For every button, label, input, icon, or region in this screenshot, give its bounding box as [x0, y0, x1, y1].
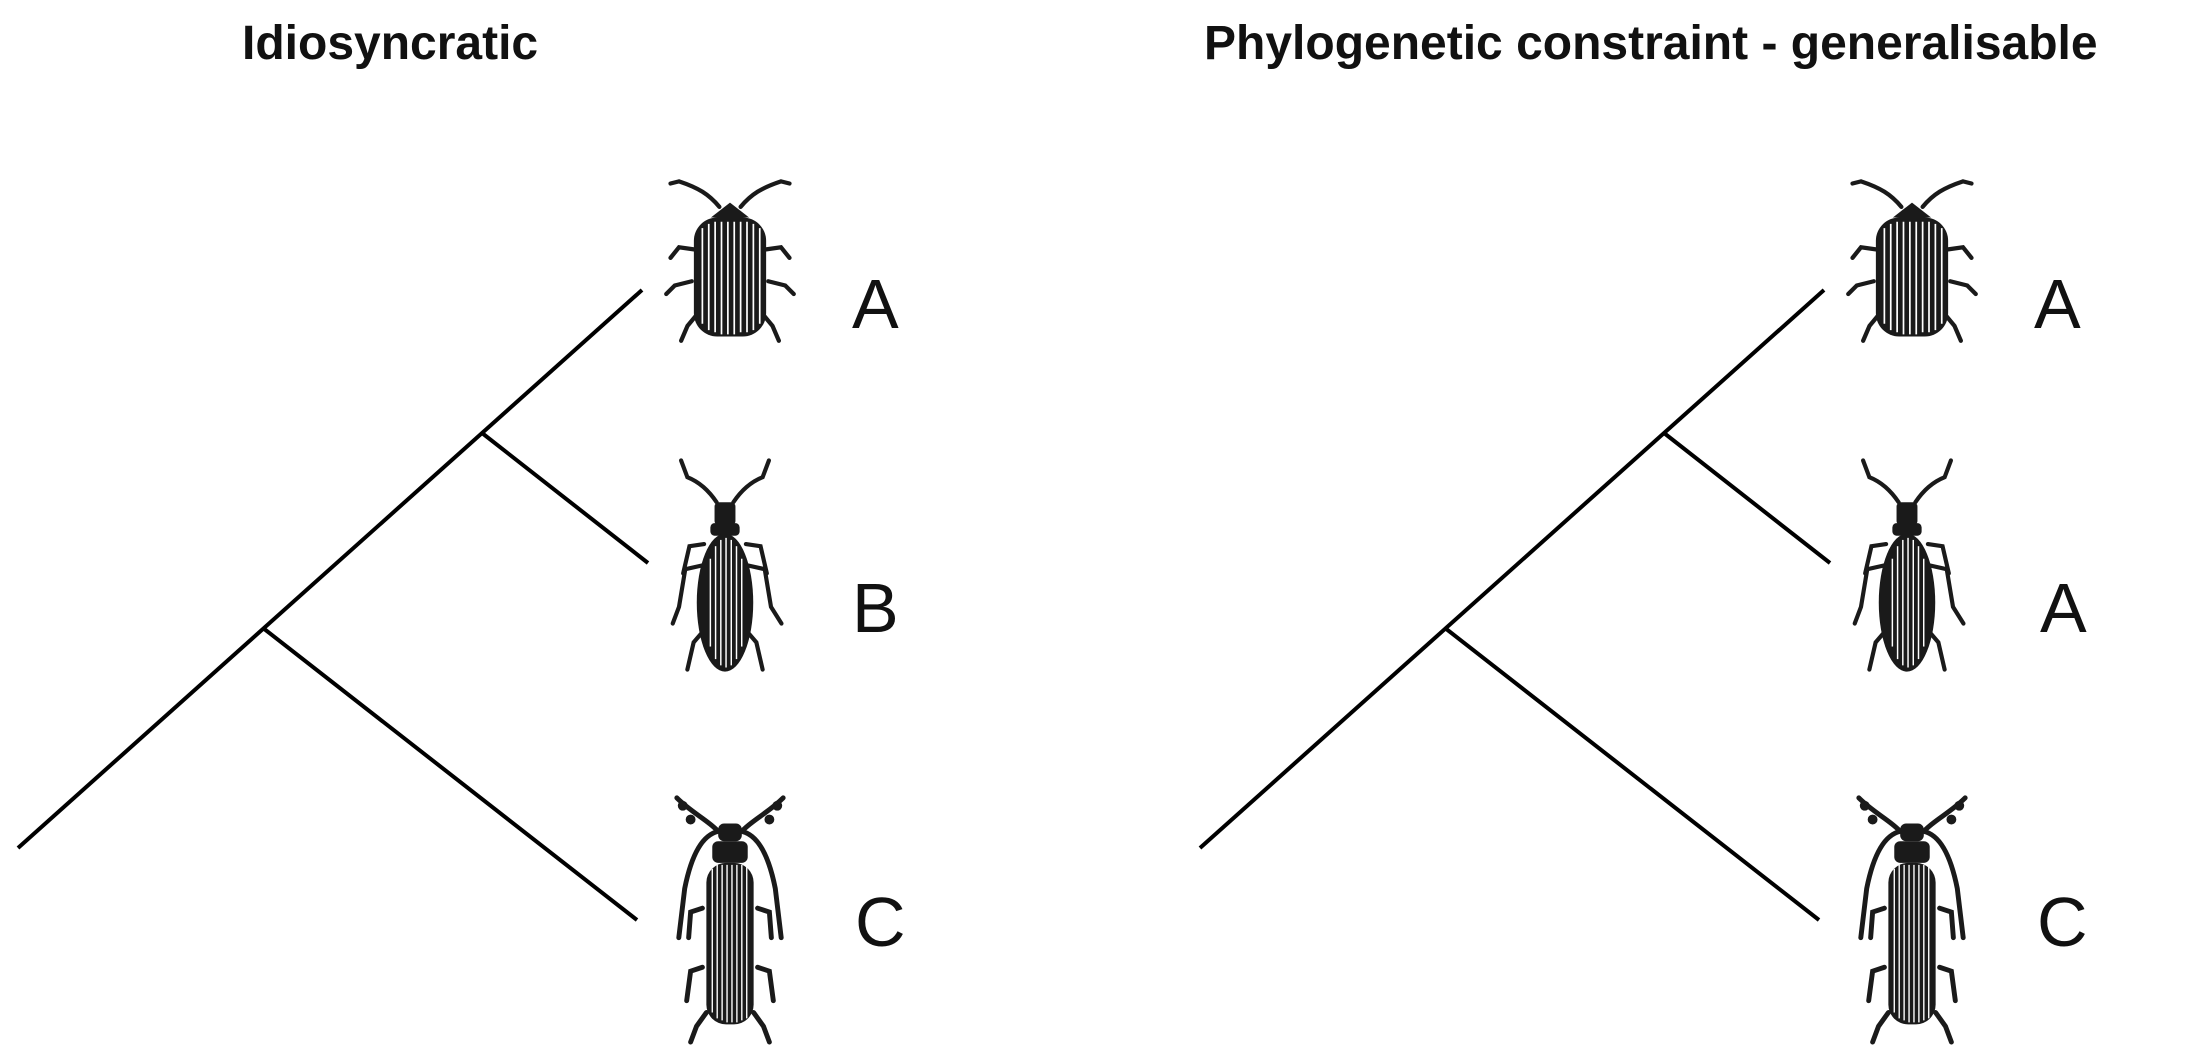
slender-long-legged-beetle-icon	[1855, 460, 1964, 671]
taxon-label-a: A	[2034, 265, 2081, 343]
branch-to-c	[1445, 628, 1819, 920]
taxon-label-b: B	[852, 569, 899, 647]
taxon-label-c: C	[2037, 883, 2088, 961]
branch-root-to-a	[1200, 290, 1824, 848]
branch-to-c	[263, 628, 637, 920]
branch-to-b	[482, 433, 648, 563]
phylogenetic-tree: A B C	[0, 0, 1101, 1046]
elongate-long-antenna-beetle-icon	[1859, 798, 1965, 1042]
taxon-label-a2: A	[2040, 569, 2087, 647]
branch-to-a2	[1664, 433, 1830, 563]
taxon-label-c: C	[855, 883, 906, 961]
tree-branches	[18, 290, 648, 920]
round-striped-beetle-icon	[666, 181, 794, 340]
round-striped-beetle-icon	[1848, 181, 1976, 340]
elongate-long-antenna-beetle-icon	[677, 798, 783, 1042]
panel-idiosyncratic: Idiosyncratic A B C	[0, 0, 1101, 1046]
branch-root-to-a	[18, 290, 642, 848]
tree-branches	[1200, 290, 1830, 920]
phylogenetic-tree: A A C	[1100, 0, 2201, 1046]
slender-long-legged-beetle-icon	[673, 460, 782, 671]
panel-phylogenetic-constraint: Phylogenetic constraint - generalisable …	[1100, 0, 2201, 1046]
taxon-label-a: A	[852, 265, 899, 343]
